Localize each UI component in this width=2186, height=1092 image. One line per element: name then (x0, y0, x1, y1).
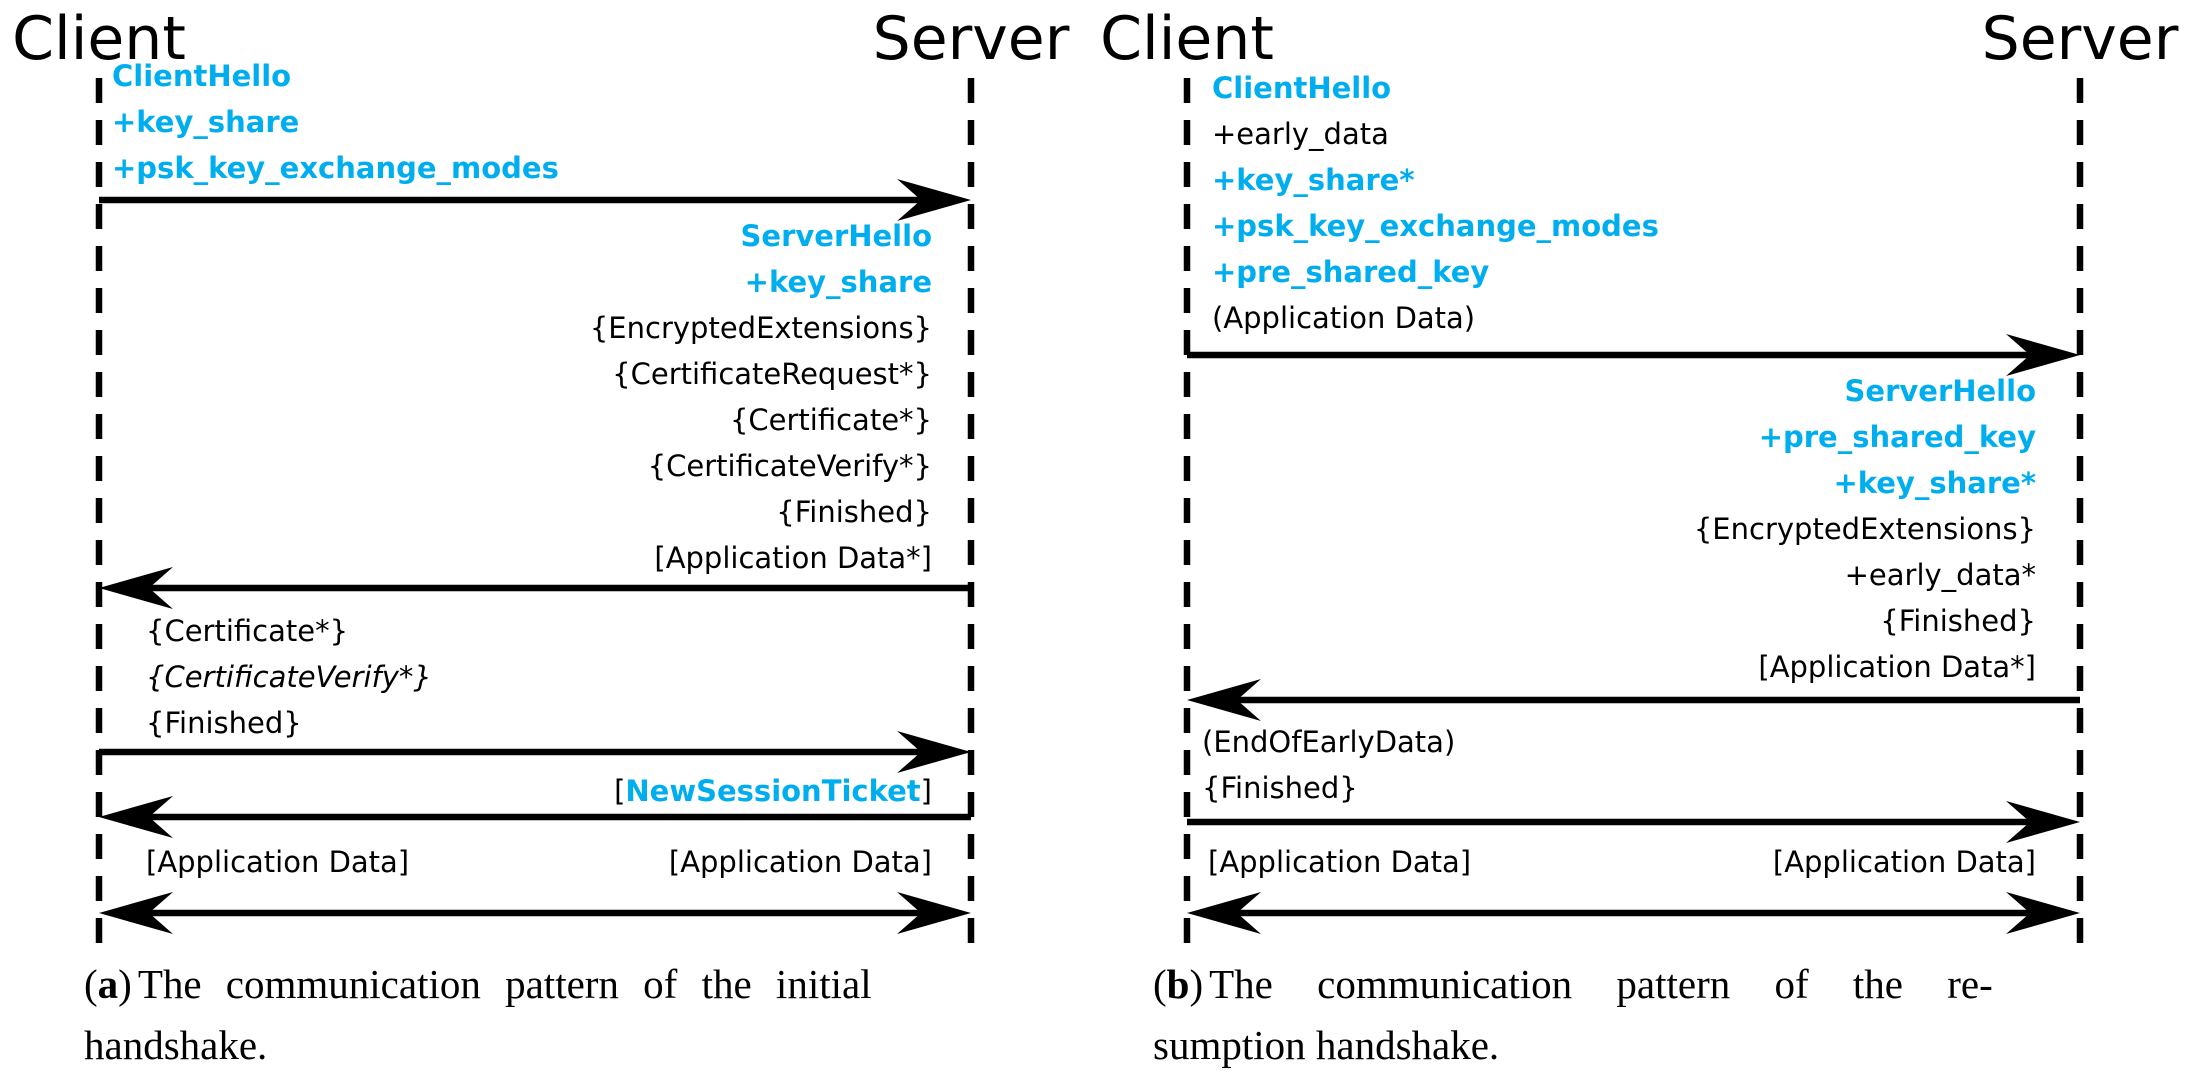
arrow-b1-client-to-server (1187, 334, 2080, 376)
message-line: ServerHello (1844, 374, 2036, 408)
actor-client-a: Client (12, 4, 186, 74)
message-line: +pre_shared_key (1212, 255, 1490, 289)
message-line: (Application Data) (1212, 301, 1476, 335)
arrow-a2-server-to-client (99, 567, 971, 609)
actor-server-a: Server (872, 4, 1070, 74)
caption-a-text1: The communication pattern of the initial (137, 961, 872, 1007)
message-line: ClientHello (1212, 71, 1392, 105)
bracket-open: [ (614, 774, 626, 808)
actor-client-b: Client (1100, 4, 1274, 74)
message-line: {EncryptedExtensions} (589, 311, 932, 345)
message-line: {CertificateVerify*} (647, 449, 932, 483)
message-line: +psk_key_exchange_modes (112, 151, 559, 185)
arrow-a1-client-to-server (99, 179, 971, 221)
bracket-close: ] (920, 774, 932, 808)
message-line: +early_data* (1844, 558, 2036, 592)
flight-a3-labels: {Certificate*} {CertificateVerify*} {Fin… (146, 608, 432, 746)
caption-b-line1: (b)The communication pattern of the re- (1153, 954, 2143, 1015)
arrow-a5-bidirectional (99, 892, 971, 934)
flight-b1-labels: ClientHello +early_data +key_share* +psk… (1212, 65, 1659, 341)
message-line: {EncryptedExtensions} (1693, 512, 2036, 546)
arrow-b4-bidirectional (1187, 892, 2080, 934)
flight-a1-labels: ClientHello +key_share +psk_key_exchange… (112, 53, 559, 191)
arrowhead-right (2006, 801, 2080, 843)
flight-a2-labels: ServerHello +key_share {EncryptedExtensi… (590, 213, 932, 581)
message-line: +key_share (744, 265, 932, 299)
message-line: {Certificate*} (146, 614, 349, 648)
arrow-b2-server-to-client (1187, 679, 2080, 721)
caption-b-text1: The communication pattern of the re- (1209, 961, 1993, 1007)
flight-b2-labels: ServerHello +pre_shared_key +key_share* … (1694, 368, 2036, 690)
message-line: {CertificateRequest*} (612, 357, 932, 391)
arrow-b3-client-to-server (1187, 801, 2080, 843)
message-line: {CertificateVerify*} (146, 660, 432, 694)
caption-a-line1: (a)The communication pattern of the init… (84, 954, 1014, 1015)
new-session-ticket-label: [NewSessionTicket] (614, 768, 932, 814)
message-line: +key_share* (1833, 466, 2037, 500)
arrow-a4-server-to-client (99, 796, 971, 838)
arrowhead-left (99, 567, 173, 609)
arrowhead-left (1187, 892, 1261, 934)
caption-a-tag: (a) (84, 961, 132, 1007)
message-line: +key_share* (1212, 163, 1415, 197)
message-line: +pre_shared_key (1758, 420, 2036, 454)
application-data-right-b: [Application Data] (1772, 845, 2036, 879)
message-line: +early_data (1212, 117, 1389, 151)
message-line: {Finished} (146, 706, 302, 740)
application-data-left-b: [Application Data] (1208, 845, 1472, 879)
message-line: +psk_key_exchange_modes (1212, 209, 1659, 243)
message-line: [Application Data*] (1758, 650, 2036, 684)
caption-b-line2: sumption handshake. (1153, 1022, 1500, 1068)
arrowhead-right (897, 731, 971, 773)
caption-a: (a)The communication pattern of the init… (84, 954, 1014, 1076)
caption-a-line2: handshake. (84, 1022, 268, 1068)
application-data-right-a: [Application Data] (668, 845, 932, 879)
flight-b3-labels: (EndOfEarlyData) {Finished} (1202, 719, 1455, 811)
arrowhead-right (897, 179, 971, 221)
arrowhead-left (99, 892, 173, 934)
caption-b-tag: (b) (1153, 961, 1204, 1007)
arrow-a3-client-to-server (99, 731, 971, 773)
arrowhead-right (897, 892, 971, 934)
message-line: ServerHello (740, 219, 932, 253)
message-line: {Certificate*} (729, 403, 932, 437)
message-line: NewSessionTicket (625, 774, 921, 808)
message-line: ClientHello (112, 59, 292, 93)
caption-b: (b)The communication pattern of the re- … (1153, 954, 2143, 1076)
arrowhead-right (2006, 892, 2080, 934)
message-line: {Finished} (1880, 604, 2036, 638)
arrowhead-left (99, 796, 173, 838)
message-line: {Finished} (1202, 771, 1358, 805)
message-line: +key_share (112, 105, 300, 139)
application-data-left-a: [Application Data] (146, 845, 410, 879)
arrowhead-right (2006, 334, 2080, 376)
actor-server-b: Server (1981, 4, 2179, 74)
arrowhead-left (1187, 679, 1261, 721)
message-line: (EndOfEarlyData) (1202, 725, 1456, 759)
message-line: {Finished} (776, 495, 932, 529)
message-line: [Application Data*] (654, 541, 932, 575)
